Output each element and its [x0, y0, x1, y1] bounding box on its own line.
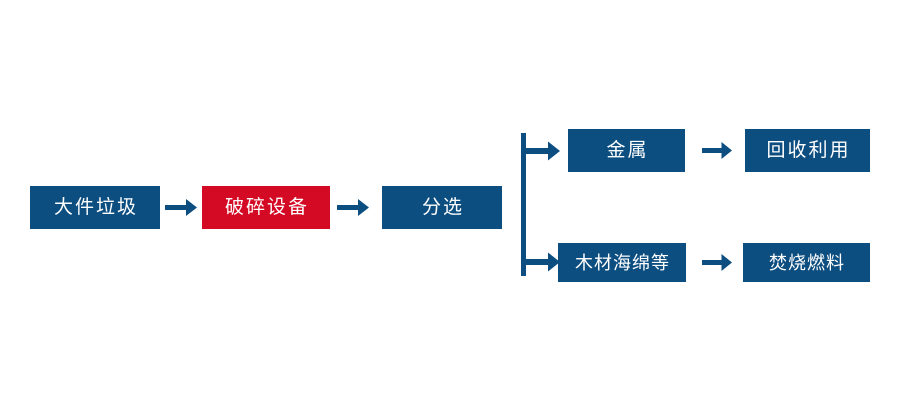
node-shredding-equipment[interactable]: 破碎设备 — [202, 186, 330, 229]
arrow-right-icon-input-to-shredder — [165, 197, 197, 218]
arrow-right-icon-metal-to-recycle — [702, 140, 732, 161]
branch-split-icon — [521, 133, 526, 276]
node-recycling[interactable]: 回收利用 — [745, 129, 870, 172]
node-incineration-fuel[interactable]: 焚烧燃料 — [743, 243, 870, 282]
arrow-right-icon-shredder-to-sorting — [337, 197, 369, 218]
arrow-right-icon-wood-to-fuel — [702, 252, 732, 273]
arrow-right-icon-split-lower — [524, 251, 560, 273]
arrow-right-icon-split-upper — [524, 140, 560, 162]
node-metal[interactable]: 金属 — [568, 129, 685, 172]
node-wood-sponge[interactable]: 木材海绵等 — [558, 243, 686, 282]
node-large-waste[interactable]: 大件垃圾 — [30, 186, 160, 229]
node-sorting[interactable]: 分选 — [382, 186, 502, 229]
